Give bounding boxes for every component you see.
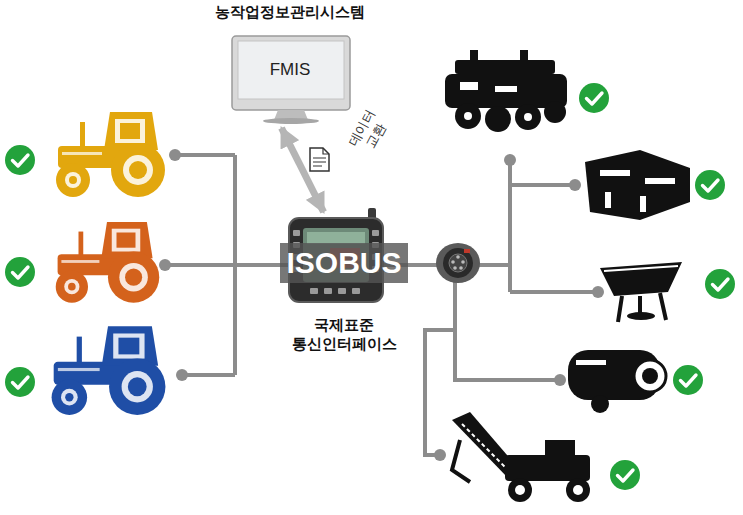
document-icon <box>310 148 329 171</box>
edge-label: 데이터 교환 <box>344 104 394 160</box>
spreader-implement <box>600 262 682 322</box>
title-text: 농작업정보관리시스템 <box>215 2 365 22</box>
harvester-implement <box>452 412 590 502</box>
fmis-monitor <box>232 36 350 124</box>
terminal-node: ISOBUS 국제표준 통신인터페이스 <box>276 210 412 360</box>
exchange-arrow <box>282 128 324 212</box>
screen-text: FMIS <box>270 60 311 80</box>
checkmark <box>5 83 735 490</box>
isobus-plug <box>436 243 480 283</box>
interface-text: 국제표준 통신인터페이스 <box>279 316 409 354</box>
plough-implement <box>585 150 690 220</box>
isobus-text: ISOBUS <box>280 243 407 283</box>
wire-dot <box>434 154 604 461</box>
wire-right <box>380 160 598 455</box>
wire-dot <box>159 149 188 381</box>
rotary-implement <box>445 50 567 132</box>
tractor-blue <box>52 326 166 415</box>
tractor-yellow <box>56 112 165 197</box>
tractor-orange <box>56 222 160 303</box>
monitor-node: 농작업정보관리시스템 FMIS <box>205 2 375 124</box>
baler-implement <box>568 350 666 413</box>
wire-left <box>165 155 292 375</box>
